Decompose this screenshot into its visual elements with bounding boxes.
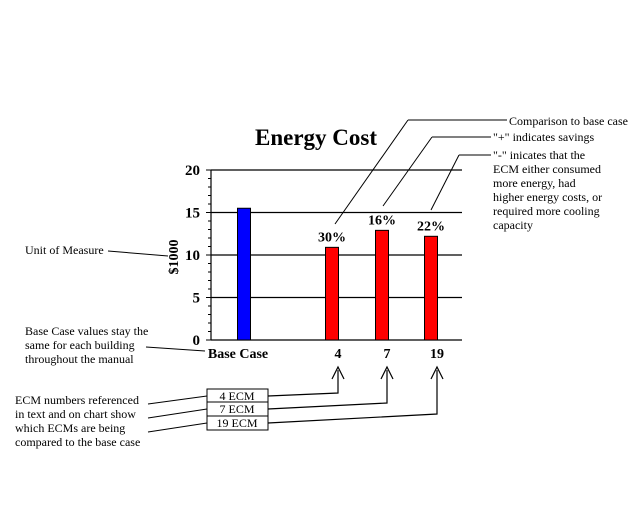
annotation-negative: "-" inicates that the ECM either consume… (493, 148, 602, 232)
ecm-arrow-4-head (331, 365, 345, 380)
annotation-negative-line-3: more energy, had (493, 176, 576, 190)
bar-data-label: 30% (318, 230, 346, 245)
bar (375, 229, 389, 341)
y-tick-label: 5 (193, 291, 201, 307)
y-tick-label: 0 (193, 333, 201, 349)
annotation-base-case-line (145, 346, 206, 352)
annotation-negative-line-4: higher energy costs, or (493, 190, 602, 204)
x-category-label: 19 (430, 347, 444, 362)
annotation-comparison-leader (334, 119, 409, 225)
bars (237, 207, 438, 341)
annotation-negative-line-1: "-" inicates that the (493, 148, 585, 162)
ecm-arrow-19-line (267, 370, 438, 424)
ecm-arrow-4-line (267, 370, 339, 397)
ecm-arrow-7-head (380, 365, 394, 380)
annotation-savings-leader (382, 136, 433, 207)
x-category-label: Base Case (208, 347, 268, 362)
y-tick-label: 10 (185, 248, 200, 264)
annotation-ecm-ref-line-1: ECM numbers referenced (15, 393, 139, 407)
annotation-base-case-line-3: throughout the manual (25, 352, 134, 366)
y-axis-label: $1000 (167, 240, 182, 275)
annotation-unit: Unit of Measure (25, 243, 104, 257)
ecm-box-item-3: 19 ECM (216, 416, 257, 430)
annotation-negative-line-6: capacity (493, 218, 533, 232)
bar (325, 246, 339, 341)
bar-data-labels: 30% 16% 22% (318, 213, 445, 245)
y-tick-label: 15 (185, 206, 200, 222)
ecm-arrow-19-head (430, 365, 444, 380)
ecm-arrow-7-line (267, 370, 388, 410)
annotation-ecm-ref: ECM numbers referenced in text and on ch… (15, 393, 140, 449)
ecm-ref-connector-3 (147, 422, 208, 433)
annotation-ecm-ref-line-3: which ECMs are being (15, 421, 125, 435)
bar (424, 235, 438, 341)
annotation-negative-leader (430, 154, 460, 211)
chart-title: Energy Cost (255, 125, 377, 150)
y-tick-label: 20 (185, 163, 200, 179)
ecm-box (206, 388, 269, 431)
bar-data-label: 16% (368, 213, 396, 228)
x-category-label: 4 (335, 347, 342, 362)
ecm-ref-connector-1 (147, 395, 208, 405)
ecm-ref-connector-2 (147, 408, 208, 419)
annotation-negative-line-2: ECM either consumed (493, 162, 601, 176)
bar-data-label: 22% (417, 219, 445, 234)
annotation-comparison: Comparison to base case (509, 114, 628, 128)
x-category-label: 7 (384, 347, 391, 362)
annotation-base-case-line-2: same for each building (25, 338, 135, 352)
annotation-negative-line-5: required more cooling (493, 204, 600, 218)
ecm-box-item-2: 7 ECM (219, 402, 254, 416)
y-axis-ticks: 0 5 10 15 20 (185, 163, 211, 349)
ecm-box-item-1: 4 ECM (219, 389, 254, 403)
annotation-base-case: Base Case values stay the same for each … (25, 324, 148, 366)
annotation-ecm-ref-line-2: in text and on chart show (15, 407, 136, 421)
annotation-ecm-ref-line-4: compared to the base case (15, 435, 140, 449)
annotation-savings: "+" indicates savings (493, 130, 595, 144)
x-axis-categories: Base Case 4 7 19 (208, 347, 444, 362)
bar (237, 207, 251, 341)
annotation-base-case-line-1: Base Case values stay the (25, 324, 148, 338)
annotation-unit-line (107, 250, 169, 257)
